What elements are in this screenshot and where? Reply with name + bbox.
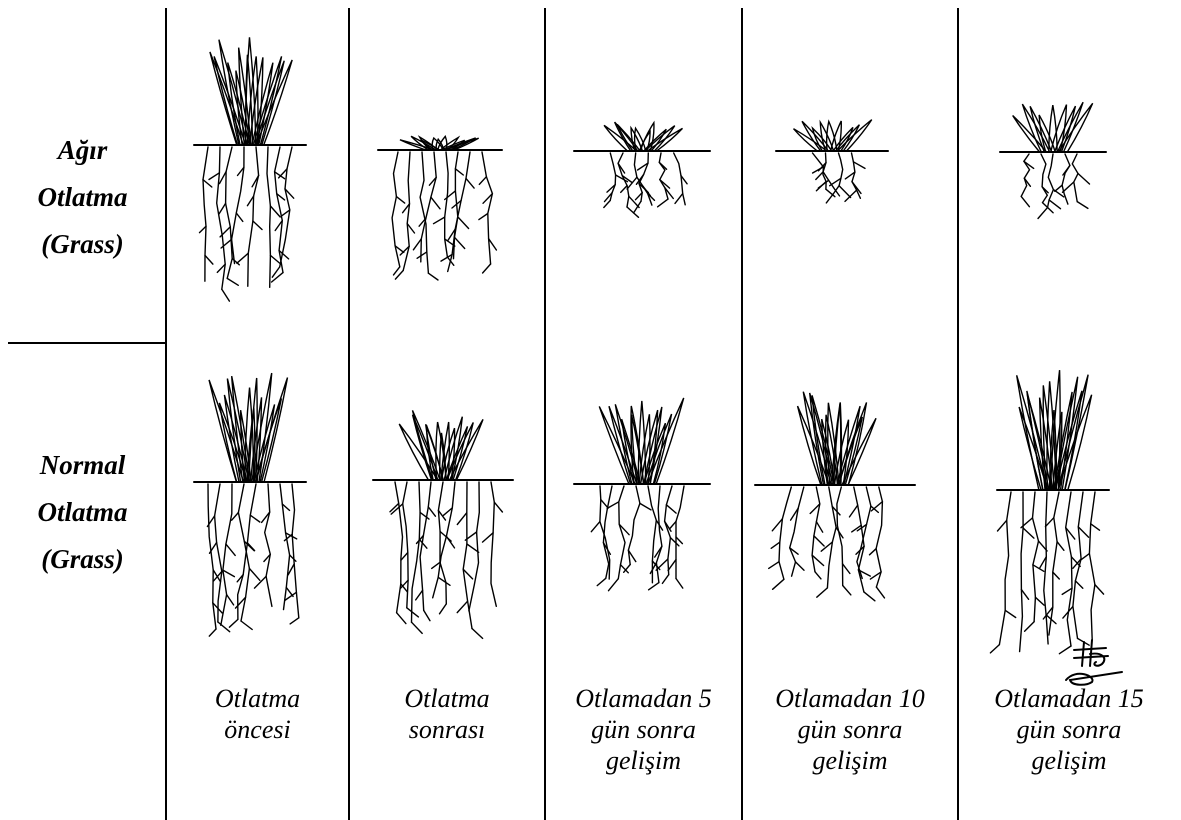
row-label-normal-grazing: Normal Otlatma (Grass) — [0, 452, 165, 573]
column-label-3-line3: gelişim — [545, 745, 742, 776]
plant-heavy-15-days — [1000, 102, 1106, 218]
plant-normal-after — [373, 410, 513, 638]
row-label-normal-line1: Normal — [0, 452, 165, 479]
row-label-heavy-grazing: Ağır Otlatma (Grass) — [0, 137, 165, 258]
column-label-10-days: Otlamadan 10 gün sonra gelişim — [742, 683, 958, 776]
plant-illustrations — [194, 37, 1109, 653]
plant-normal-5-days — [574, 398, 710, 591]
plant-normal-15-days — [990, 370, 1109, 654]
plant-heavy-5-days — [574, 122, 710, 217]
column-label-4-line2: gün sonra — [742, 714, 958, 745]
row-label-heavy-line1: Ağır — [0, 137, 165, 164]
column-label-4-line3: gelişim — [742, 745, 958, 776]
column-label-before-grazing: Otlatma öncesi — [166, 683, 349, 745]
plant-normal-10-days — [755, 392, 915, 601]
plant-normal-before — [194, 373, 306, 636]
column-label-4-line1: Otlamadan 10 — [742, 683, 958, 714]
column-label-3-line1: Otlamadan 5 — [545, 683, 742, 714]
row-label-normal-line2: Otlatma — [0, 499, 165, 526]
column-label-2-line1: Otlatma — [349, 683, 545, 714]
plant-heavy-before — [194, 37, 306, 301]
column-label-5-line3: gelişim — [958, 745, 1180, 776]
row-label-normal-line3: (Grass) — [0, 546, 165, 573]
column-label-3-line2: gün sonra — [545, 714, 742, 745]
column-label-1-line1: Otlatma — [166, 683, 349, 714]
plant-heavy-10-days — [776, 120, 888, 203]
row-label-heavy-line3: (Grass) — [0, 231, 165, 258]
column-label-5-line2: gün sonra — [958, 714, 1180, 745]
column-label-after-grazing: Otlatma sonrası — [349, 683, 545, 745]
plant-heavy-after — [378, 136, 502, 280]
signature-icon — [1062, 636, 1134, 688]
column-label-1-line2: öncesi — [166, 714, 349, 745]
column-label-5-days: Otlamadan 5 gün sonra gelişim — [545, 683, 742, 776]
column-label-15-days: Otlamadan 15 gün sonra gelişim — [958, 683, 1180, 776]
column-label-2-line2: sonrası — [349, 714, 545, 745]
row-label-heavy-line2: Otlatma — [0, 184, 165, 211]
